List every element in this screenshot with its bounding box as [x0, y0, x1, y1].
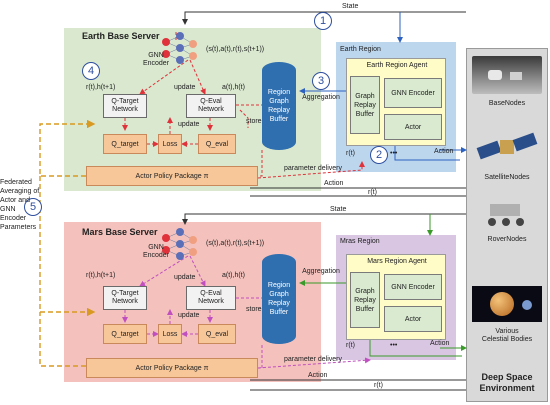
earth-rt-bottom-label: r(t): [368, 189, 377, 196]
earth-action-small-label: Action: [434, 148, 454, 155]
step-two-circle: 2: [370, 146, 388, 164]
mars-action-label: Action: [308, 372, 328, 379]
mars-state-label: State: [330, 206, 347, 213]
rover-nodes-label: RoverNodes: [487, 236, 527, 243]
mars-loss-box: Loss: [158, 324, 182, 344]
step-five-circle: 5: [24, 198, 42, 216]
mars-q-target-network: Q-Target Network: [103, 286, 147, 310]
mars-actor-policy-package: Actor Policy Package π: [86, 358, 258, 378]
earth-rh-label: r(t),h(t+1): [86, 84, 116, 91]
earth-param-delivery-label: parameter delivery: [284, 165, 342, 172]
earth-loss-box: Loss: [158, 134, 182, 154]
earth-region-graph-replay-buffer: Region Graph Replay Buffer: [262, 62, 296, 150]
mars-region-graph-replay-buffer: Region Graph Replay Buffer: [262, 254, 296, 344]
earth-ah-label: a(t),h(t): [222, 84, 245, 91]
step-four-circle: 4: [82, 62, 100, 80]
base-nodes-image: [472, 56, 542, 94]
mars-server-title: Mars Base Server: [82, 227, 158, 237]
earth-update-top-label: update: [174, 84, 196, 91]
mars-graph-replay-buffer: Graph Replay Buffer: [350, 272, 380, 328]
earth-tuple-label: (s(t),a(t),r(t),s(t+1)): [206, 46, 265, 53]
earth-aggregation-label: Aggregation: [302, 94, 340, 101]
deep-space-environment-title: Deep Space Environment: [479, 372, 535, 393]
mars-param-delivery-label: parameter delivery: [284, 356, 342, 363]
satellite-nodes-label: SatelliteNodes: [484, 174, 530, 181]
earth-store-label: store: [246, 118, 262, 125]
earth-actor-policy-package: Actor Policy Package π: [86, 166, 258, 186]
mars-agent-title: Mars Region Agent: [367, 258, 427, 265]
mars-rh-label: r(t),h(t+1): [86, 272, 116, 279]
mars-store-label: store: [246, 306, 262, 313]
mars-tuple-label: (s(t),a(t),r(t),s(t+1)): [206, 240, 265, 247]
earth-rt-label: r(t): [346, 150, 355, 157]
rover-nodes-image: [482, 196, 532, 230]
step-one-circle: 1: [314, 12, 332, 30]
mars-q-target-box: Q_target: [103, 324, 147, 344]
mars-region-title: Mras Region: [340, 238, 380, 245]
mars-encoder-label: GNN Encoder: [142, 244, 170, 259]
base-nodes-label: BaseNodes: [488, 100, 526, 107]
earth-encoder-label: GNN Encoder: [142, 52, 170, 67]
satellite-nodes-image: [472, 128, 542, 168]
mars-q-eval-network: Q-Eval Network: [186, 286, 236, 310]
mars-update-top-label: update: [174, 274, 196, 281]
earth-update-mid-label: update: [178, 121, 200, 128]
mars-q-eval-box: Q_eval: [198, 324, 236, 344]
celestial-bodies-label: Various Celestial Bodies: [481, 328, 533, 343]
mars-action-small-label: Action: [430, 340, 450, 347]
earth-actor-box: Actor: [384, 114, 442, 140]
federated-averaging-label: Federated Averaging of Actor and GNN Enc…: [0, 179, 40, 231]
earth-q-target-box: Q_target: [103, 134, 147, 154]
earth-server-title: Earth Base Server: [82, 31, 160, 41]
earth-q-target-network: Q-Target Network: [103, 94, 147, 118]
earth-q-eval-box: Q_eval: [198, 134, 236, 154]
earth-ellipsis: •••: [390, 150, 398, 157]
mars-actor-box: Actor: [384, 306, 442, 332]
mars-ellipsis: •••: [390, 342, 398, 349]
mars-aggregation-label: Aggregation: [302, 268, 340, 275]
mars-rt-label: r(t): [346, 342, 355, 349]
mars-rt-bottom-label: r(t): [374, 382, 383, 389]
earth-graph-replay-buffer: Graph Replay Buffer: [350, 76, 380, 134]
earth-region-title: Earth Region: [340, 46, 381, 53]
earth-action-label: Action: [324, 180, 344, 187]
mars-ah-label: a(t),h(t): [222, 272, 245, 279]
earth-q-eval-network: Q-Eval Network: [186, 94, 236, 118]
mars-gnn-encoder-box: GNN Encoder: [384, 274, 442, 300]
earth-state-label: State: [342, 3, 359, 10]
earth-gnn-encoder-box: GNN Encoder: [384, 78, 442, 108]
earth-agent-title: Earth Region Agent: [366, 62, 428, 69]
mars-update-mid-label: update: [178, 312, 200, 319]
step-three-circle: 3: [312, 72, 330, 90]
celestial-bodies-image: [472, 286, 542, 322]
